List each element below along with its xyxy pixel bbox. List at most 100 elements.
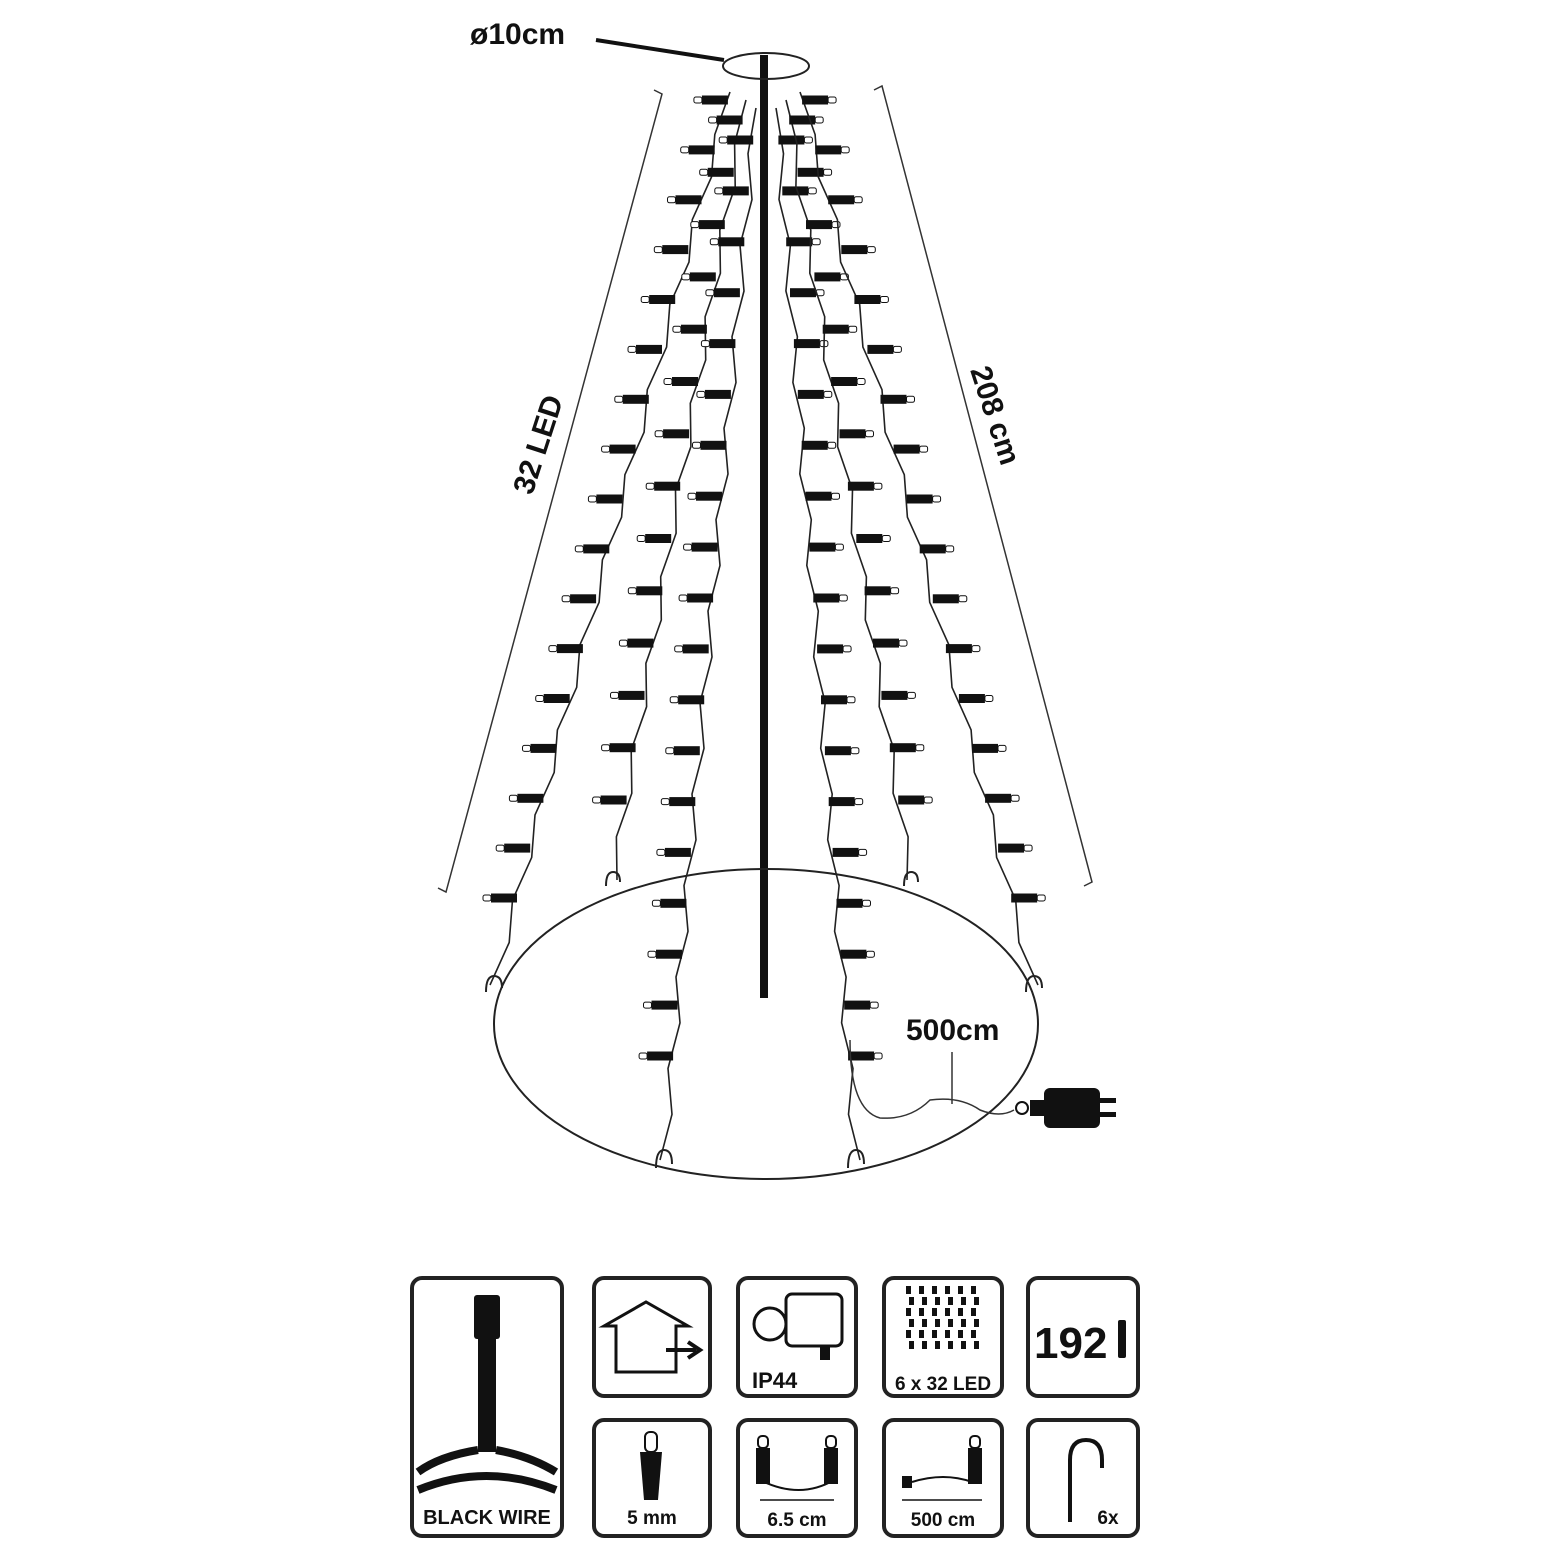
strand-wire — [799, 91, 1039, 986]
led-bulb — [839, 429, 874, 439]
led-bulb — [836, 898, 871, 908]
strand-wire — [615, 99, 747, 881]
led-bulb — [831, 377, 866, 386]
top-ring-leader — [595, 38, 725, 62]
led-bulb — [535, 694, 570, 703]
led-bulb — [797, 167, 833, 177]
mini-led — [974, 1341, 979, 1349]
mini-led — [935, 1297, 940, 1305]
led-bulb — [574, 544, 610, 554]
led-bulb — [832, 847, 868, 857]
led-bulb — [587, 494, 623, 504]
led-bulb — [790, 288, 825, 298]
strand-led-label: 32 LED — [507, 391, 570, 498]
icon-cable-length: 500 cm — [882, 1418, 1004, 1538]
led-bulb — [815, 145, 850, 155]
led-bulb — [687, 491, 722, 501]
led-bulb — [636, 534, 672, 543]
center-pole — [760, 55, 768, 998]
strand-wire — [489, 91, 731, 986]
mini-led — [958, 1286, 963, 1294]
mini-led — [932, 1330, 937, 1338]
base-ring — [493, 868, 1039, 1180]
led-bulb — [561, 594, 597, 604]
mini-led — [961, 1341, 966, 1349]
mini-led — [906, 1286, 911, 1294]
icon-led-total: 192 — [1026, 1276, 1140, 1398]
mini-led — [909, 1341, 914, 1349]
led-spacing-label: 6.5 cm — [767, 1510, 826, 1531]
led-bulb — [972, 743, 1007, 753]
arrow-right-icon — [666, 1340, 704, 1360]
led-bulb — [867, 344, 902, 354]
led-bulb — [814, 272, 849, 282]
led-bulb — [802, 95, 837, 105]
layout-leds — [906, 1286, 979, 1349]
mini-led — [948, 1319, 953, 1327]
led-bulb — [998, 843, 1033, 853]
mini-led — [974, 1319, 979, 1327]
led-bulb — [945, 644, 981, 654]
led-bulb — [821, 695, 856, 705]
icon-bulb-size: 5 mm — [592, 1418, 712, 1538]
led-bulb — [508, 793, 544, 803]
led-bulb — [700, 339, 736, 349]
icon-black-wire: BLACK WIRE — [410, 1276, 564, 1538]
led-bulb — [656, 847, 691, 857]
led-bulb — [718, 135, 754, 145]
led-bulb — [614, 394, 649, 404]
mini-led — [935, 1341, 940, 1349]
led-bulb — [828, 797, 864, 807]
led-layout-label: 6 x 32 LED — [895, 1374, 991, 1395]
led-bulb — [844, 1000, 879, 1010]
cable-length-label: 500 cm — [911, 1510, 975, 1531]
led-bulb — [709, 237, 745, 247]
strand-wire — [775, 107, 861, 1161]
led-bulb — [601, 444, 636, 454]
led-bulb — [618, 638, 654, 648]
led-bulb — [840, 949, 875, 959]
led-bulb — [592, 795, 627, 805]
led-bulb — [797, 389, 833, 399]
mini-led — [971, 1286, 976, 1294]
led-bulb — [669, 695, 705, 705]
led-bulb — [805, 491, 840, 501]
led-bulb — [813, 593, 848, 603]
led-bulb — [640, 295, 676, 304]
led-bulb — [548, 644, 583, 654]
led-bulb — [822, 324, 858, 334]
mini-led — [935, 1319, 940, 1327]
mini-led — [948, 1297, 953, 1305]
led-bulb — [601, 743, 636, 753]
led-bulb — [1011, 893, 1046, 903]
led-bulb — [881, 690, 916, 700]
led-bulb — [651, 898, 687, 908]
led-bulb — [683, 542, 718, 552]
led-bulb — [627, 344, 662, 354]
led-bulb — [672, 324, 707, 334]
mini-led — [932, 1286, 937, 1294]
led-bulb — [864, 586, 900, 596]
led-bulb — [880, 394, 915, 404]
led-bulb — [696, 389, 731, 399]
plug-icon — [752, 1306, 788, 1342]
dimension-lines — [437, 84, 1093, 894]
icon-led-layout: 6 x 32 LED — [882, 1276, 1004, 1398]
led-bulb — [660, 797, 696, 807]
led-bulb — [714, 186, 749, 196]
mini-led — [906, 1330, 911, 1338]
icon-led-spacing: 6.5 cm — [736, 1418, 858, 1538]
led-bulb — [778, 135, 813, 145]
led-bulb — [653, 245, 689, 255]
top-ring-label: ø10cm — [470, 18, 565, 51]
led-bulb — [919, 544, 955, 554]
led-bulb — [708, 115, 743, 125]
led-bulb — [645, 481, 681, 491]
led-bulb — [789, 115, 824, 125]
mini-led — [958, 1308, 963, 1316]
icon-hooks: 6x — [1026, 1418, 1140, 1538]
lead-cable-label: 500cm — [906, 1014, 999, 1047]
black-wire-label: BLACK WIRE — [423, 1507, 551, 1529]
mini-led — [922, 1319, 927, 1327]
